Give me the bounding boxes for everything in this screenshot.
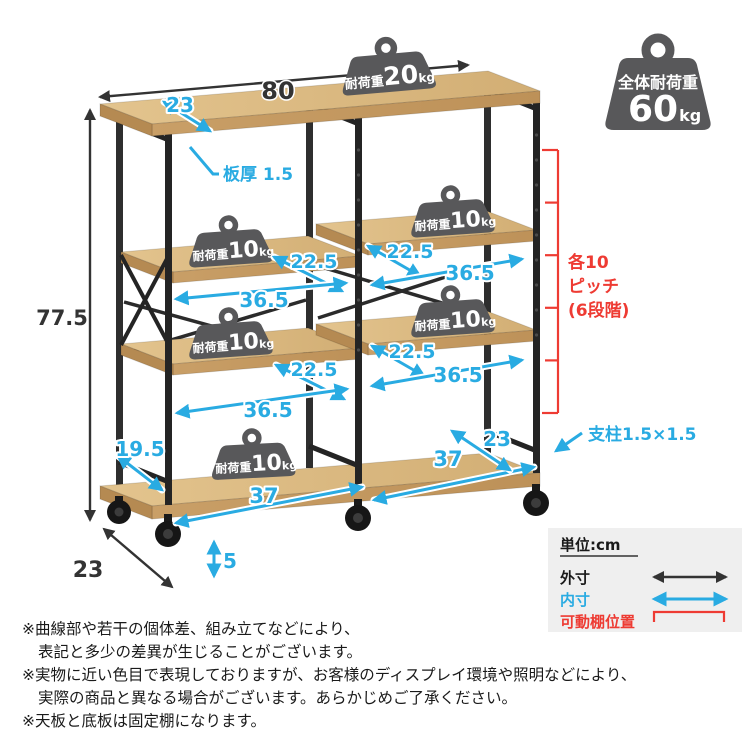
weight-icon-handle xyxy=(218,307,239,327)
post-front-middle xyxy=(355,118,362,488)
dim-bottom-width-label: 37 xyxy=(249,484,278,508)
dim-shelf-width-label: 36.5 xyxy=(243,398,292,422)
weight-icon xyxy=(342,51,436,96)
pitch-label-line3: (6段階) xyxy=(568,300,629,321)
pitch-holes xyxy=(356,133,539,352)
dim-base-depth-arrow xyxy=(102,527,174,589)
weight-badge-shelf-left-lower: 耐荷重10kg xyxy=(189,307,275,360)
dim-base-depth-label: 23 xyxy=(73,558,104,583)
top-capacity: 耐荷重20kg xyxy=(343,58,436,95)
shelf-capacity: 耐荷重10kg xyxy=(215,450,298,479)
dim-clearance-arrow xyxy=(116,454,164,492)
dim-top-depth-label: 23 xyxy=(166,93,194,117)
pitch-label-line2: ピッチ xyxy=(568,277,619,297)
dim-shelf-width-arrow xyxy=(369,253,525,291)
dim-shelf-width-label: 36.5 xyxy=(445,261,494,285)
dim-shelf-width-label: 36.5 xyxy=(433,363,482,387)
shelf-capacity: 耐荷重10kg xyxy=(414,206,497,237)
footnote-1: ※曲線部や若干の個体差、組み立てなどにより、 xyxy=(22,620,360,638)
weight-icon xyxy=(189,321,273,360)
weight-icon-handle xyxy=(242,428,262,448)
thickness-label: 板厚 1.5 xyxy=(223,164,293,185)
footnote-3: ※天板と底板は固定棚になります。 xyxy=(22,712,266,730)
dim-width-label: 80 xyxy=(261,77,294,105)
weight-icon xyxy=(411,199,495,238)
shelf-capacity: 耐荷重10kg xyxy=(414,306,497,337)
side-x-brace xyxy=(119,254,171,346)
legend-outer-label: 外寸 xyxy=(559,569,590,587)
inner-dimensions: 23 板厚 1.5 22.5 36.5 22.5 36.5 22.5 36.5 … xyxy=(113,91,698,580)
legend-inner-label: 内寸 xyxy=(560,591,590,609)
dim-shelf-width-arrow xyxy=(174,383,350,419)
dim-shelf-width-arrow xyxy=(173,276,349,306)
dim-shelf-depth-label: 22.5 xyxy=(291,359,338,381)
caster-front-right xyxy=(523,484,549,516)
dim-shelf-depth-label: 22.5 xyxy=(291,251,338,273)
legend-box: 単位:cm 外寸 内寸 可動棚位置 xyxy=(548,528,742,632)
dim-bottom-depth-label: 23 xyxy=(483,427,511,451)
weight-icon xyxy=(411,299,495,338)
footnotes: ※曲線部や若干の個体差、組み立てなどにより、 表記と多少の差異が生じることがござ… xyxy=(22,620,636,730)
weight-icon-handle xyxy=(440,185,461,205)
dim-shelf-depth-label: 22.5 xyxy=(387,241,434,263)
pitch-label-line1: 各10 xyxy=(567,252,609,273)
caster-front-left xyxy=(155,514,181,547)
weight-badge-shelf-left-upper: 耐荷重10kg xyxy=(189,215,275,268)
dim-bottom-width-label: 37 xyxy=(433,447,462,471)
dim-caster-height-label: 5 xyxy=(223,549,237,573)
dim-top-depth-arrow xyxy=(161,100,213,133)
post-rear-left xyxy=(116,114,123,485)
weight-icon xyxy=(189,229,273,268)
total-capacity-value: 60kg xyxy=(628,89,701,130)
footnote-2b: 実際の商品と異なる場合がございます。あらかじめご了承ください。 xyxy=(38,688,517,707)
post-front-left xyxy=(165,134,172,505)
dim-bottom-width-arrow xyxy=(371,462,537,505)
legend-movable-bracket-icon xyxy=(652,610,726,622)
dim-shelf-width-arrow xyxy=(369,354,525,392)
shelf-capacity: 耐荷重10kg xyxy=(192,236,275,267)
post-leader xyxy=(553,431,583,453)
dim-shelf-width-label: 36.5 xyxy=(239,288,288,312)
weight-badge-shelf-right-upper: 耐荷重10kg xyxy=(411,185,497,238)
weight-badge-shelf-right-lower: 耐荷重10kg xyxy=(411,285,497,338)
weight-badge-total: 全体耐荷重 60kg xyxy=(605,33,711,130)
dim-bottom-depth-arrow xyxy=(449,429,513,472)
post-front-right xyxy=(533,103,540,473)
legend-unit-label: 単位:cm xyxy=(560,536,621,554)
weight-icon-handle xyxy=(218,215,239,235)
weight-icon-handle xyxy=(440,285,461,305)
weight-icon xyxy=(605,58,711,130)
dim-height-label: 77.5 xyxy=(36,306,88,330)
dim-bottom-width-arrow xyxy=(173,482,365,528)
footnote-2: ※実物に近い色目で表現しておりますが、お客様のディスプレイ環境や照明などにより、 xyxy=(22,665,636,684)
legend-movable-label: 可動棚位置 xyxy=(560,613,635,631)
post-size-label: 支柱1.5×1.5 xyxy=(588,424,696,445)
dim-clearance-label: 19.5 xyxy=(115,437,164,461)
caster-front-middle xyxy=(345,499,371,531)
pitch-bracket: 各10 ピッチ (6段階) xyxy=(542,148,629,415)
thickness-leader xyxy=(188,146,219,176)
dim-shelf-depth-label: 22.5 xyxy=(389,341,436,363)
total-capacity-label: 全体耐荷重 xyxy=(617,73,698,92)
shelf-capacity: 耐荷重10kg xyxy=(192,328,275,359)
weight-badge-top: 耐荷重20kg xyxy=(342,36,436,96)
caster-rear-left xyxy=(107,496,131,524)
weight-badge-bottom: 耐荷重10kg xyxy=(212,428,298,480)
footnote-1b: 表記と多少の差異が生じることがございます。 xyxy=(38,642,362,661)
weight-icon xyxy=(212,442,296,480)
